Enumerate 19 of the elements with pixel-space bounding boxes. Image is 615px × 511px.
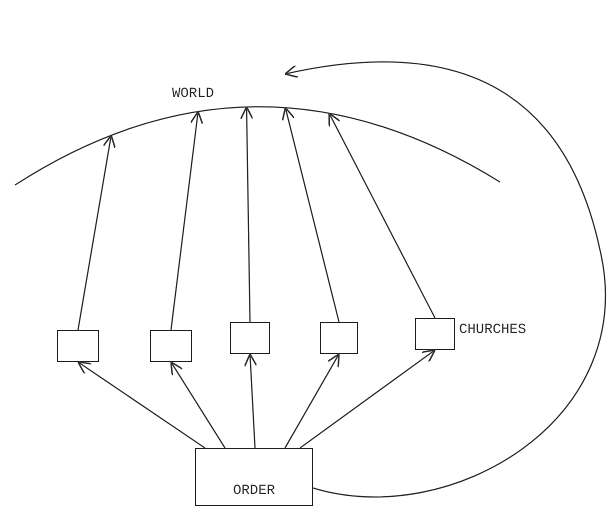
arrow	[77, 134, 116, 330]
arrow	[284, 61, 606, 498]
node-caption: CHURCHES	[459, 322, 526, 338]
process-box	[195, 448, 313, 506]
church-box	[150, 330, 192, 362]
arrow	[170, 361, 226, 448]
arrow	[240, 106, 254, 322]
arrow	[244, 353, 258, 448]
church-box	[415, 318, 455, 350]
church-box	[230, 322, 270, 354]
arrow	[284, 353, 340, 448]
arrow	[300, 349, 436, 449]
arrow	[77, 361, 206, 449]
node-label: ORDER	[232, 483, 275, 499]
arrow	[170, 110, 204, 330]
arrow	[328, 112, 436, 318]
arrow	[282, 106, 340, 322]
church-box	[57, 330, 99, 362]
church-box	[320, 322, 358, 354]
